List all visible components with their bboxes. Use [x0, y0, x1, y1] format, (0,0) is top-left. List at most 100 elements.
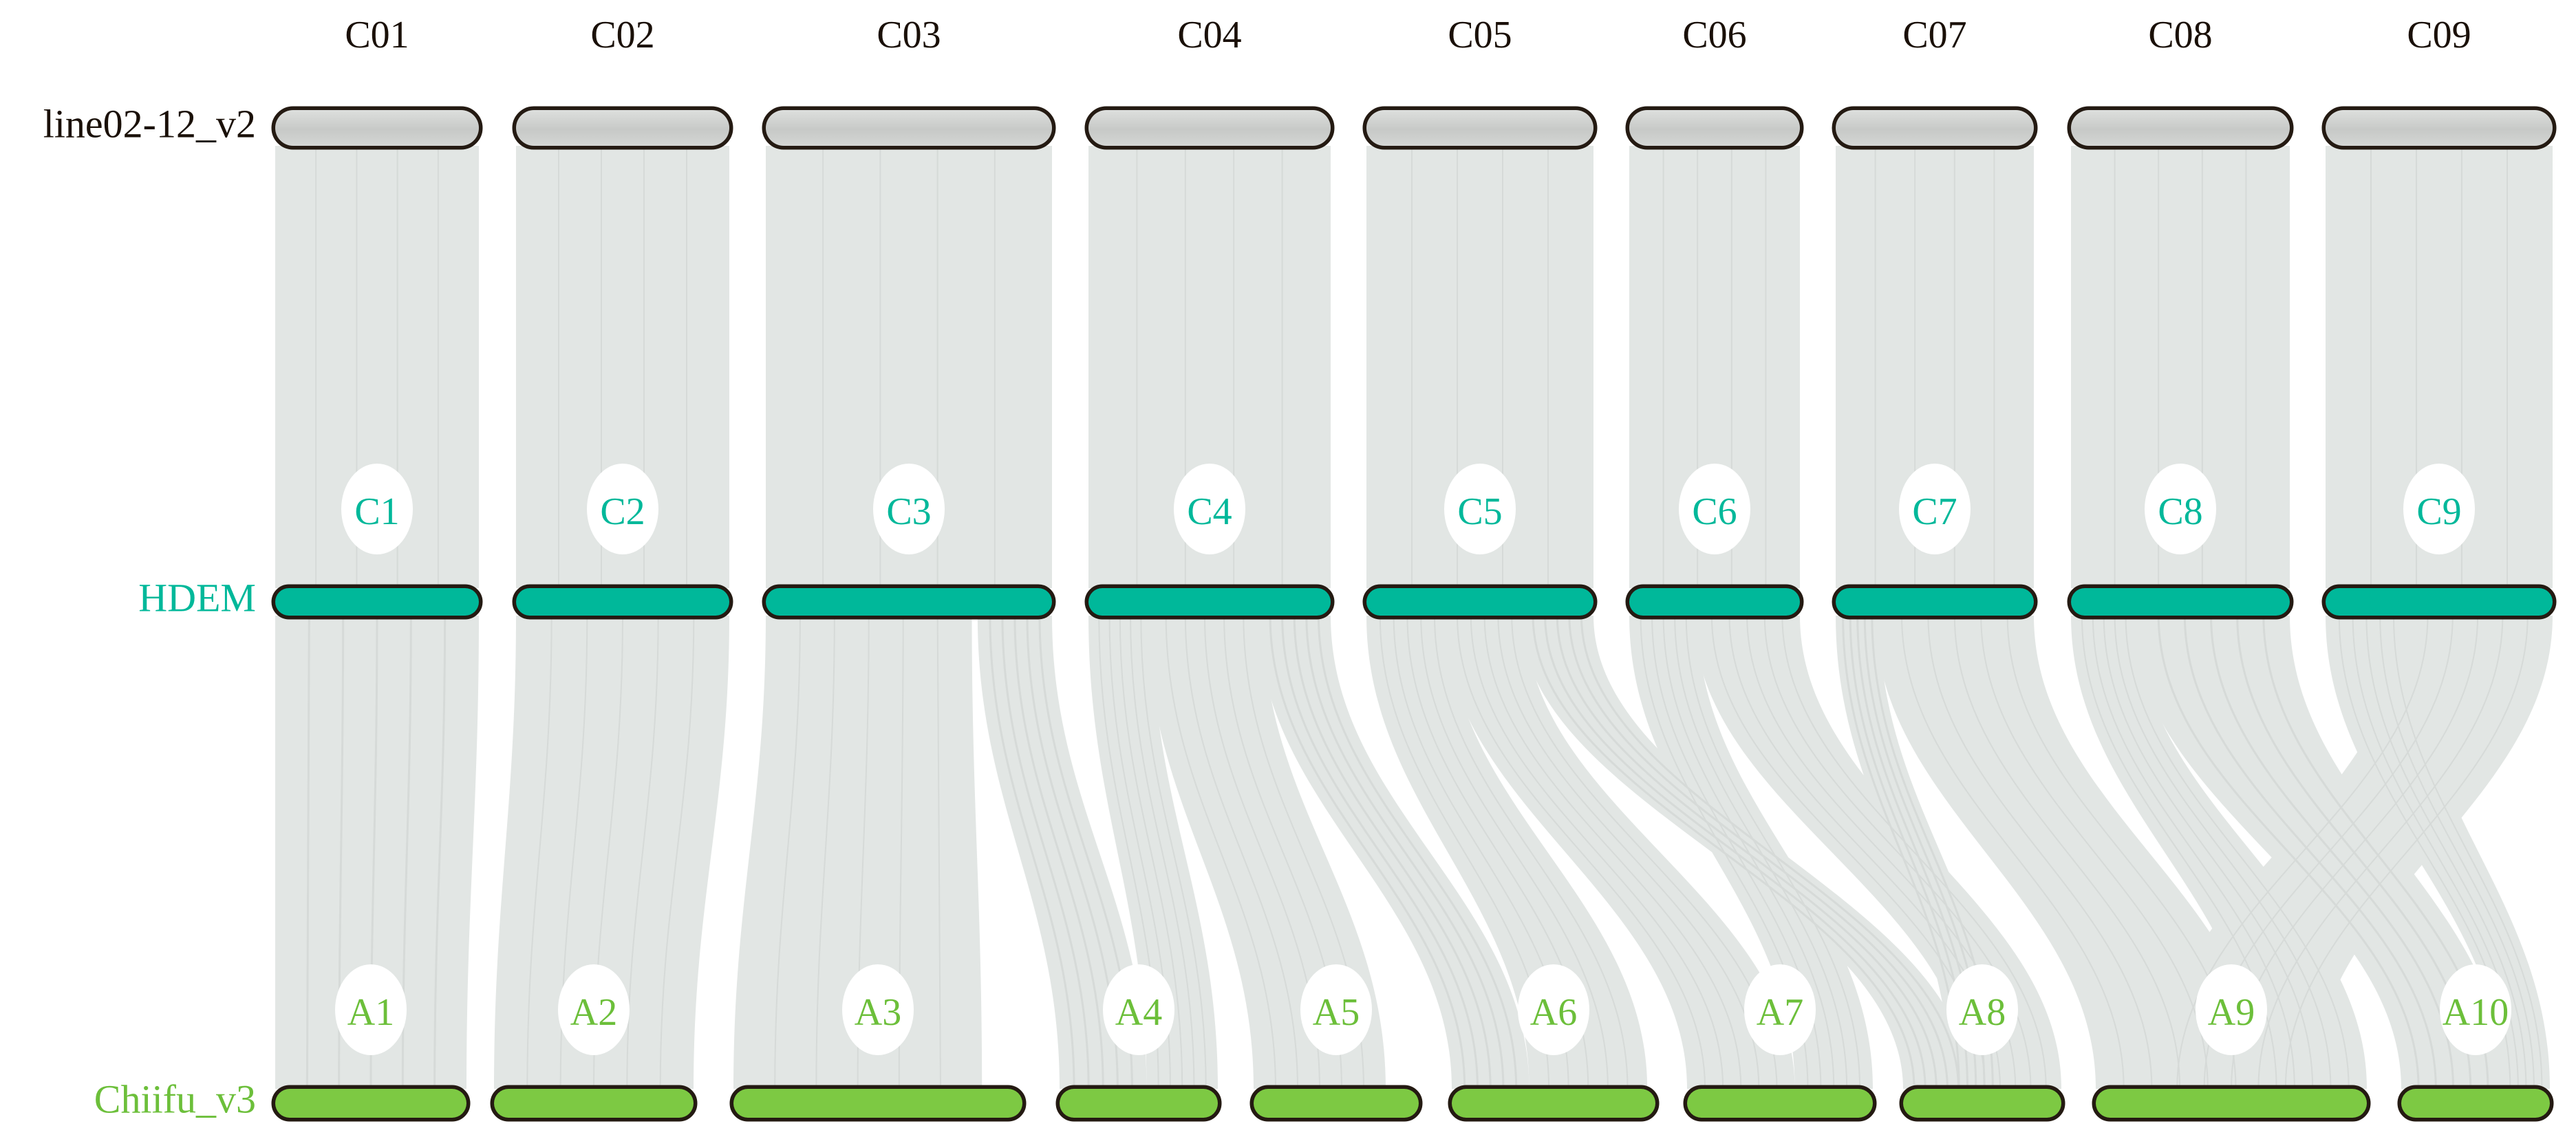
synteny-filament: [1662, 615, 1835, 1090]
synteny-filament: [1140, 615, 1207, 1090]
chromosome-bar: [271, 1085, 471, 1122]
chromosome-bar-fill: [1687, 1089, 1873, 1118]
synteny-filament: [1184, 615, 1298, 1090]
chromosome-bar-fill: [275, 1089, 466, 1118]
chromosome-bar-fill: [516, 110, 729, 146]
synteny-filament: [1483, 615, 1742, 1090]
chromosome-badge: [2403, 464, 2475, 554]
chromosome-bar: [1362, 106, 1598, 150]
chromosome-bar-group: [271, 106, 2557, 1122]
chromosome-id-label: A7: [1757, 991, 1803, 1034]
chromosome-id-label: C6: [1692, 490, 1737, 533]
synteny-filament: [1130, 615, 1195, 1090]
synteny-filament: [1781, 615, 2047, 1090]
chromosome-id-label: A5: [1313, 991, 1360, 1034]
chromosome-badge: [1174, 464, 1245, 554]
chromosome-badge: [1444, 464, 1516, 554]
top-axis-tick-label: C05: [1448, 14, 1512, 56]
synteny-filament: [1927, 615, 2153, 1090]
synteny-filament: [2210, 615, 2455, 1090]
synteny-filament: [1317, 615, 1518, 1090]
synteny-filament: [1497, 615, 1760, 1090]
synteny-filament: [1281, 615, 1479, 1090]
synteny-filament: [305, 615, 310, 1090]
synteny-filament: [1556, 615, 1938, 1090]
synteny-filament: [1420, 615, 1609, 1090]
chromosome-bar-fill: [2096, 1089, 2367, 1118]
chromosome-badge: [1946, 964, 2018, 1055]
chromosome-bar-fill: [275, 110, 479, 146]
top-axis-tick-label: C03: [877, 14, 941, 56]
synteny-filament: [1568, 615, 1949, 1090]
chromosome-badge: [341, 464, 413, 554]
synteny-ribbon: [1629, 616, 1873, 1089]
synteny-filament: [526, 615, 552, 1090]
ribbon-group-top-to-middle: [275, 145, 2553, 588]
chromosome-badge: [2440, 964, 2511, 1055]
synteny-filament: [2393, 615, 2543, 1090]
chromosome-id-label: A3: [855, 991, 901, 1034]
chromosome-bar: [512, 584, 733, 620]
chromosome-bar: [1625, 106, 1804, 150]
chromosome-bar-fill: [1088, 110, 1331, 146]
synteny-filament: [1013, 615, 1104, 1090]
chromosome-badge: [1679, 464, 1750, 554]
chromosome-badge: [2196, 964, 2267, 1055]
synteny-filament: [1980, 615, 2209, 1090]
synteny-filament: [1001, 615, 1090, 1090]
chromosome-bar-fill: [2326, 110, 2553, 146]
chromosome-id-label: A8: [1959, 991, 2006, 1034]
synteny-filament: [2114, 615, 2332, 1090]
chromosome-bar-fill: [2071, 588, 2290, 616]
chromosome-id-label: C5: [1457, 490, 1502, 533]
chromosome-bar: [1362, 584, 1598, 620]
chromosome-badge: [587, 464, 658, 554]
synteny-filament: [1470, 615, 1724, 1090]
synteny-ribbon: [516, 146, 729, 588]
chromosome-id-label: C1: [354, 490, 399, 533]
synteny-filament: [1457, 615, 1706, 1090]
synteny-filament: [2103, 615, 2314, 1090]
chromosome-bar-fill: [1088, 588, 1331, 616]
synteny-ribbon: [1088, 146, 1331, 588]
chromosome-badge: [558, 964, 630, 1055]
synteny-filament: [1953, 615, 2181, 1090]
synteny-filament: [1674, 615, 1848, 1090]
chromosome-bar-fill: [2071, 110, 2290, 146]
synteny-filament: [1269, 615, 1466, 1090]
synteny-ribbon: [1366, 616, 1648, 1089]
synteny-filament: [1544, 615, 1926, 1090]
chromosome-badge: [1899, 464, 1971, 554]
chromosome-badge: [2145, 464, 2216, 554]
chromosome-badge: [842, 964, 914, 1055]
synteny-ribbon: [733, 616, 983, 1089]
chromosome-bar: [2092, 1085, 2371, 1122]
chromosome-badge: [1744, 964, 1816, 1055]
chromosome-bar: [1832, 106, 2038, 150]
chromosome-bar: [2067, 106, 2294, 150]
chromosome-bar: [1683, 1085, 1877, 1122]
chromosome-bar-fill: [1629, 588, 1800, 616]
chromosome-bar: [1448, 1085, 1660, 1122]
synteny-filament: [2092, 615, 2295, 1090]
top-axis-tick-label: C07: [1902, 14, 1966, 56]
chromosome-badge: [1103, 964, 1174, 1055]
top-axis-tick-label: C04: [1177, 14, 1241, 56]
chromosome-bar-fill: [766, 110, 1052, 146]
chromosome-id-label: C3: [886, 490, 931, 533]
chromosome-bar-fill: [766, 588, 1052, 616]
chromosome-bar-fill: [1254, 1089, 1419, 1118]
chromosome-bar: [2397, 1085, 2554, 1122]
chromosome-id-label: A9: [2208, 991, 2255, 1034]
synteny-filament: [2379, 615, 2535, 1090]
chromosome-id-label: C8: [2158, 490, 2202, 533]
synteny-filament: [1305, 615, 1505, 1090]
chromosome-id-label: A4: [1115, 991, 1162, 1034]
chromosome-id-label: C2: [600, 490, 645, 533]
synteny-filament: [659, 615, 695, 1090]
top-axis-tick-label: C01: [345, 14, 409, 56]
chromosome-bar-fill: [275, 588, 479, 616]
